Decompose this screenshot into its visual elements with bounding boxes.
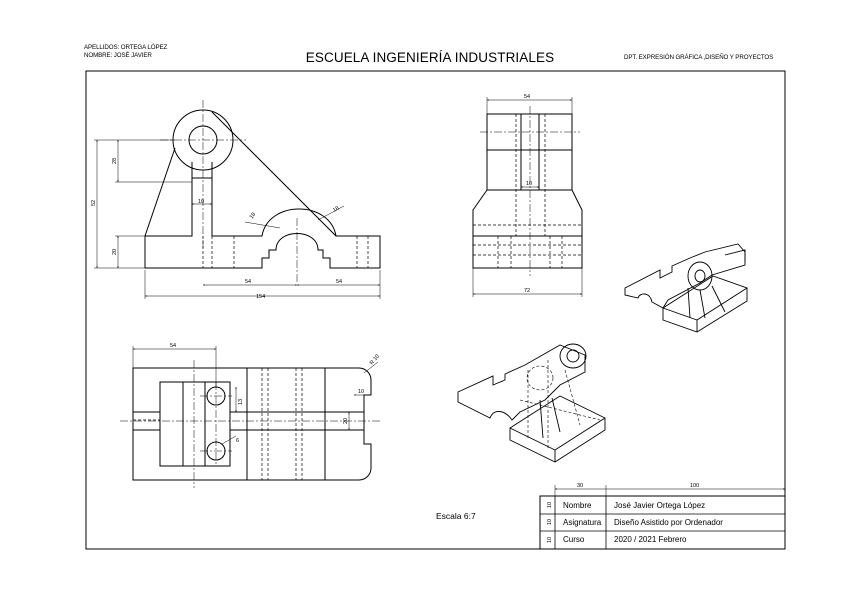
tb-row-height-3: 10 xyxy=(547,537,553,543)
tb-label-asignatura: Asignatura xyxy=(563,518,602,527)
dim-top-6: 6 xyxy=(236,438,239,444)
tb-col-width-1: 30 xyxy=(577,483,583,489)
student-info: APELLIDOS: ORTEGA LÓPEZ NOMBRE: JOSÉ JAV… xyxy=(84,44,167,60)
dim-front-r18: 18 xyxy=(249,212,257,220)
isometric-view-1 xyxy=(624,243,748,333)
dim-side-10: 10 xyxy=(526,181,532,187)
department-label: DPT. EXPRESIÓN GRÁFICA ,DISEÑO Y PROYECT… xyxy=(624,54,774,61)
dim-top-54: 54 xyxy=(170,343,176,349)
isometric-view-2 xyxy=(457,343,606,463)
tb-label-nombre: Nombre xyxy=(563,501,592,510)
tb-value-curso: 2020 / 2021 Febrero xyxy=(614,535,687,544)
dim-side-54: 54 xyxy=(524,94,530,100)
dim-side-72: 72 xyxy=(524,288,530,294)
dim-top-13: 13 xyxy=(238,399,244,405)
student-name: NOMBRE: JOSÉ JAVIER xyxy=(84,52,152,59)
tb-row-height-1: 10 xyxy=(547,502,553,508)
dim-front-10: 10 xyxy=(198,199,204,205)
dim-top-10: 10 xyxy=(358,389,364,395)
dim-front-20: 20 xyxy=(112,249,118,255)
title-block xyxy=(539,485,786,550)
tb-value-nombre: José Javier Ortega López xyxy=(614,501,706,510)
tb-value-asignatura: Diseño Asistido por Ordenador xyxy=(614,518,723,527)
front-view xyxy=(144,100,381,282)
front-view-dimensions xyxy=(94,139,381,299)
side-view-dimensions xyxy=(472,97,583,297)
top-view xyxy=(120,360,380,488)
student-surname: APELLIDOS: ORTEGA LÓPEZ xyxy=(84,44,168,51)
dim-top-20: 20 xyxy=(343,418,349,424)
dim-front-52: 52 xyxy=(91,200,97,206)
tb-label-curso: Curso xyxy=(563,535,585,544)
dim-top-r10: R 10 xyxy=(369,354,381,367)
sheet-border xyxy=(85,70,786,550)
tb-col-width-2: 100 xyxy=(690,483,699,489)
dim-front-54b: 54 xyxy=(336,279,342,285)
dim-front-28: 28 xyxy=(112,158,118,164)
top-view-dimensions xyxy=(132,346,379,445)
dim-front-54a: 54 xyxy=(245,279,251,285)
dim-front-r18b: 18 xyxy=(332,205,340,213)
dim-front-154: 154 xyxy=(256,294,265,300)
scale-label: Escala 6:7 xyxy=(436,511,476,521)
tb-row-height-2: 10 xyxy=(547,519,553,525)
side-view xyxy=(472,106,583,276)
school-title: ESCUELA INGENIERÍA INDUSTRIALES xyxy=(305,50,555,65)
